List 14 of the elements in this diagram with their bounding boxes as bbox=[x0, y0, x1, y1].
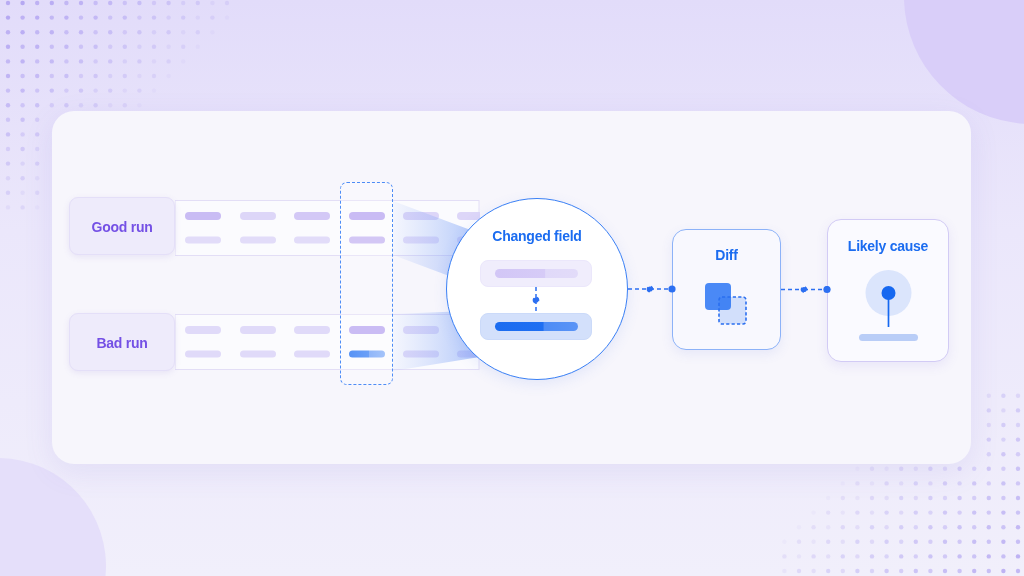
node-label: Diff bbox=[715, 246, 738, 264]
step-card bbox=[672, 229, 781, 350]
node-label: Changed field bbox=[492, 227, 582, 245]
field-box bbox=[480, 313, 592, 340]
connector bbox=[532, 286, 540, 314]
connector bbox=[627, 285, 676, 293]
node-label: Good run bbox=[91, 218, 153, 236]
node-label: Likely cause bbox=[847, 237, 929, 255]
field-box bbox=[480, 260, 592, 287]
connector bbox=[780, 285, 831, 294]
step-card bbox=[827, 219, 949, 362]
node-label: Bad run bbox=[96, 334, 148, 352]
run-label-box bbox=[69, 197, 175, 255]
run-label-box bbox=[69, 313, 175, 371]
